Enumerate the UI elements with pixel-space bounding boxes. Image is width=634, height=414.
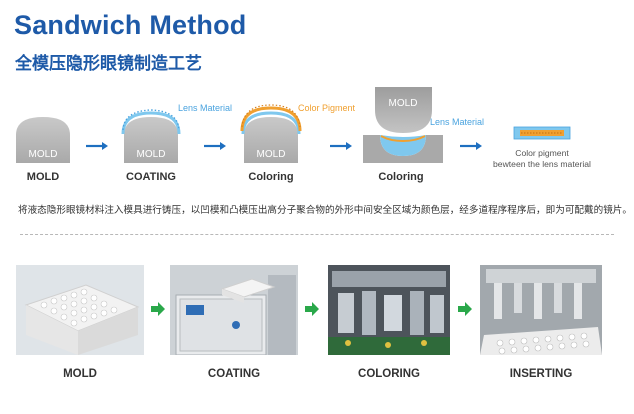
result-caption-line-2: bewteen the lens material (493, 159, 591, 169)
result-caption-line-1: Color pigment (515, 148, 569, 158)
step-caption: Coloring (378, 171, 424, 183)
process-diagram: MOLD MOLD Lens Material MOLD Color Pigme… (16, 87, 591, 169)
arrow-right-icon (151, 302, 165, 316)
top-mold-shape (375, 87, 432, 133)
arrow-right-icon (305, 302, 319, 316)
step-1-mold: MOLD (16, 117, 70, 163)
page-subtitle: 全模压隐形眼镜制造工艺 (15, 54, 202, 73)
photo-caption: INSERTING (509, 368, 573, 380)
page-title: Sandwich Method (14, 10, 247, 40)
lens-material-layer (121, 111, 181, 135)
step-caption: MOLD (26, 171, 60, 183)
pigment-layer (380, 135, 426, 143)
bottom-mold-shape (363, 135, 443, 163)
lens-material-annotation: Lens Material (430, 117, 484, 127)
photo-caption: COLORING (358, 368, 420, 380)
step-3-coloring: MOLD Color Pigment (240, 103, 356, 163)
divider (20, 234, 614, 235)
pigment-dots (241, 104, 301, 128)
arrow-icon (204, 142, 226, 150)
lens-material-annotation: Lens Material (178, 103, 232, 113)
coloring-machine-photo (328, 265, 450, 355)
photo-caption: COATING (207, 368, 261, 380)
result-lens-cross-section (513, 126, 571, 140)
arrow-icon (460, 142, 482, 150)
step-caption: COATING (126, 171, 176, 183)
mold-tray-photo (16, 265, 144, 355)
color-pigment-annotation: Color Pigment (298, 103, 356, 113)
arrow-icon (86, 142, 108, 150)
process-description: 将液态隐形眼镜材料注入模具进行铸压，以凹模和凸模压出高分子聚合物的外形中间安全区… (18, 205, 632, 216)
mold-label: MOLD (389, 98, 418, 109)
mold-shape (244, 117, 298, 163)
pigment-layer (240, 106, 302, 132)
step-caption: Coloring (248, 171, 294, 183)
arrow-icon (330, 142, 352, 150)
coating-oven-photo (170, 265, 298, 355)
lens-material-layer (241, 111, 301, 135)
step-2-coating: MOLD Lens Material (121, 103, 232, 163)
step-4-sandwich: MOLD Lens Material (363, 87, 484, 163)
mold-label: MOLD (137, 149, 166, 160)
mold-shape (124, 117, 178, 163)
mold-label: MOLD (29, 149, 58, 160)
arrow-right-icon (458, 302, 472, 316)
mold-shape (16, 117, 70, 163)
inserting-machine-photo (480, 265, 602, 355)
mold-label: MOLD (257, 149, 286, 160)
photo-caption: MOLD (63, 368, 97, 380)
